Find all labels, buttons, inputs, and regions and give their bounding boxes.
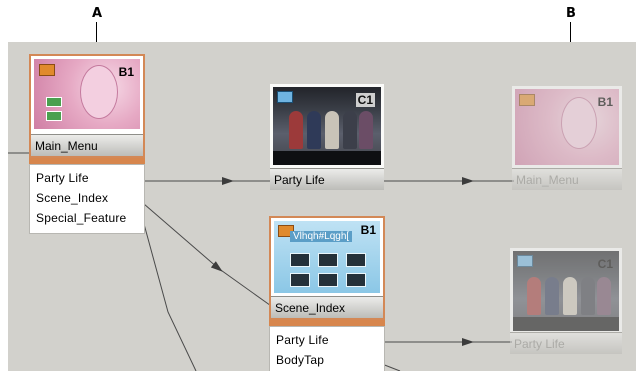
flowchart-canvas[interactable]: B1 Main_Menu Party Life Scene_Index Spec… xyxy=(8,42,636,371)
tile-caption: Party Life xyxy=(510,332,622,354)
callout-label-a: A xyxy=(92,6,103,21)
party-life-ref-tile[interactable]: C1 Party Life xyxy=(510,248,622,354)
scene-index-thumbnail: Vlhqh#Lqgh[ B1 xyxy=(274,221,380,293)
video-tile-thumbnail: C1 xyxy=(273,87,381,165)
scene-index-button-list: Party Life BodyTap xyxy=(269,326,385,371)
menu-tile-thumbnail: B1 xyxy=(515,89,619,165)
tile-caption: Party Life xyxy=(270,168,384,190)
main-menu-ref-tile[interactable]: B1 Main_Menu xyxy=(512,86,622,190)
tile-caption: Scene_Index xyxy=(271,296,383,318)
connection-lines xyxy=(8,152,514,371)
scene-index-title: Vlhqh#Lqgh[ xyxy=(290,231,353,242)
tile-caption: Main_Menu xyxy=(512,168,622,190)
main-menu-button-list: Party Life Scene_Index Special_Feature xyxy=(29,164,145,234)
menu-icon xyxy=(519,94,535,106)
tile-badge: B1 xyxy=(360,223,376,237)
menu-button-scene-index[interactable]: Scene_Index xyxy=(36,191,109,205)
menu-separator-bar xyxy=(269,320,385,326)
button-thumb-icon xyxy=(46,111,62,121)
face-graphic-icon xyxy=(80,65,118,119)
tile-badge: C1 xyxy=(597,257,613,271)
button-thumb-icon xyxy=(46,97,62,107)
menu-button-bodytap[interactable]: BodyTap xyxy=(276,353,325,367)
tile-badge: C1 xyxy=(355,93,375,107)
video-icon xyxy=(517,255,533,267)
menu-tile-thumbnail: B1 xyxy=(34,59,140,129)
wire-bodytap-out xyxy=(381,363,401,371)
party-life-tile[interactable]: C1 Party Life xyxy=(270,84,384,190)
callout-label-b: B xyxy=(566,6,576,21)
video-icon xyxy=(277,91,293,103)
menu-button-special-feature[interactable]: Special_Feature xyxy=(36,211,127,225)
menu-icon xyxy=(39,64,55,76)
menu-separator-bar xyxy=(29,158,145,164)
tile-badge: B1 xyxy=(118,65,134,79)
wire-scene-index-to-scene-index xyxy=(143,203,275,309)
scene-index-tile[interactable]: Vlhqh#Lqgh[ B1 Scene_Index xyxy=(269,216,385,320)
video-tile-thumbnail: C1 xyxy=(513,251,619,331)
wire-special-feature-down xyxy=(143,223,197,371)
tile-badge: B1 xyxy=(597,95,613,109)
face-graphic-icon xyxy=(561,97,597,149)
tile-caption: Main_Menu xyxy=(31,134,143,156)
main-menu-tile[interactable]: B1 Main_Menu xyxy=(29,54,145,158)
menu-button-party-life[interactable]: Party Life xyxy=(36,171,89,185)
menu-button-party-life[interactable]: Party Life xyxy=(276,333,329,347)
